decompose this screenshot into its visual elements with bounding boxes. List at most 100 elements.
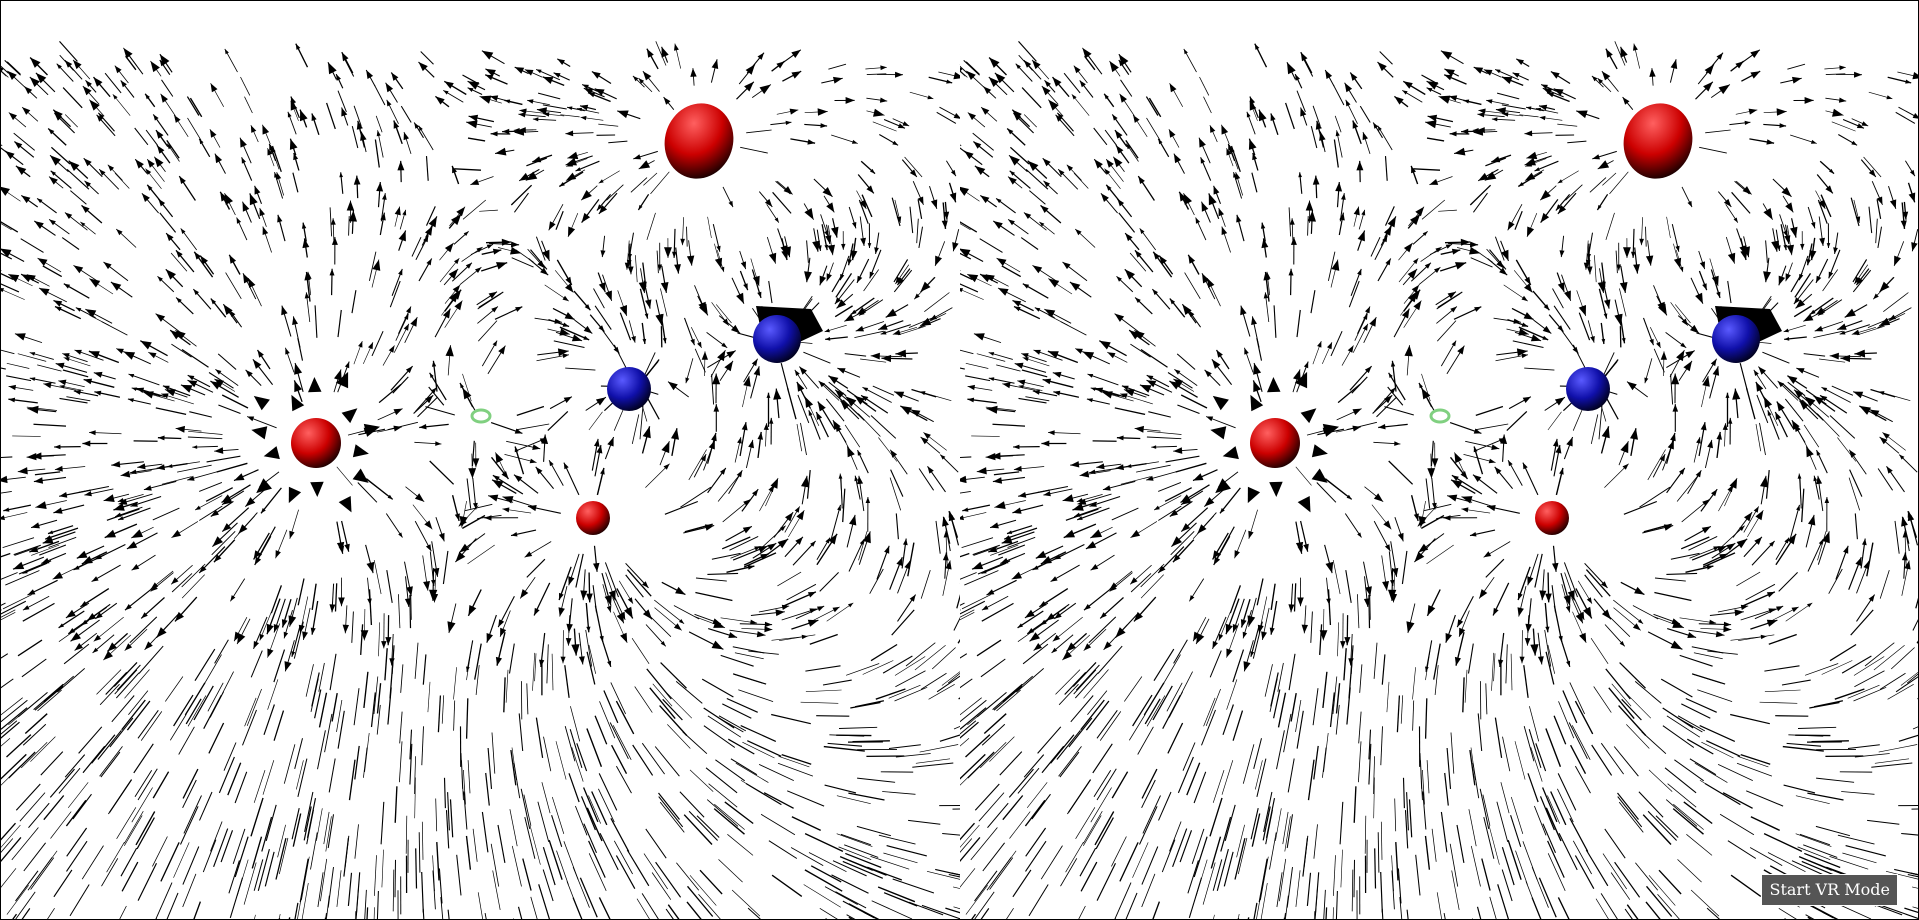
field-arrow <box>1547 411 1562 431</box>
field-arrow <box>1058 683 1079 706</box>
field-arrowhead <box>1250 651 1255 657</box>
field-arrowhead <box>94 390 102 396</box>
field-arrow <box>1422 769 1425 805</box>
field-arrowhead <box>156 130 164 139</box>
field-arrow <box>1332 676 1338 715</box>
field-arrowhead <box>1476 127 1485 134</box>
field-arrowhead <box>1886 466 1893 474</box>
field-arrow <box>1175 462 1207 473</box>
field-arrow <box>1175 671 1193 705</box>
field-arrowhead <box>328 62 337 75</box>
field-arrow <box>655 41 667 66</box>
field-arrowhead <box>1851 329 1860 335</box>
field-arrowhead <box>942 552 949 561</box>
field-arrow <box>1387 386 1404 406</box>
field-arrow <box>1388 460 1414 485</box>
field-arrowhead <box>468 114 479 122</box>
field-arrow <box>477 892 483 919</box>
field-arrowhead <box>425 544 432 552</box>
field-arrow <box>686 885 714 917</box>
field-arrowhead <box>884 545 890 554</box>
field-arrow <box>1192 515 1214 539</box>
field-arrowhead <box>1725 392 1730 398</box>
field-arrow <box>1169 821 1182 852</box>
field-arrowhead <box>869 271 875 279</box>
field-arrow <box>960 552 970 558</box>
field-arrow <box>155 882 173 919</box>
field-arrowhead <box>1373 493 1384 502</box>
field-arrow <box>1279 858 1287 902</box>
field-arrow <box>1621 698 1642 721</box>
field-arrowhead <box>878 323 888 330</box>
field-arrow <box>606 184 624 201</box>
field-arrowhead <box>801 634 808 640</box>
field-arrowhead <box>1293 369 1301 381</box>
field-arrowhead <box>73 59 82 70</box>
field-arrowhead <box>1524 157 1536 166</box>
field-arrow <box>1745 388 1756 420</box>
field-arrowhead <box>1100 193 1109 202</box>
field-arrow <box>1177 756 1194 794</box>
field-arrow <box>1534 553 1543 588</box>
field-arrowhead <box>897 123 905 129</box>
field-arrowhead <box>1046 613 1056 621</box>
field-arrowhead <box>1233 172 1237 178</box>
field-arrowhead <box>387 494 393 500</box>
field-arrow <box>50 811 72 839</box>
field-arrowhead <box>290 100 298 111</box>
field-arrowhead <box>600 467 605 475</box>
field-arrow <box>126 700 151 731</box>
field-arrow <box>1282 811 1289 845</box>
field-arrow <box>974 870 998 902</box>
field-arrow <box>1765 240 1768 263</box>
field-arrowhead <box>988 377 995 381</box>
field-arrowhead <box>1082 47 1092 59</box>
field-arrowhead <box>1670 432 1676 442</box>
field-arrow <box>919 744 959 753</box>
field-arrow <box>1464 669 1468 703</box>
field-arrow <box>1813 330 1843 338</box>
field-arrow <box>181 348 209 368</box>
field-arrowhead <box>753 366 761 376</box>
right-eye-view[interactable] <box>960 1 1918 919</box>
field-arrowhead <box>580 104 589 111</box>
field-arrow <box>1337 383 1361 404</box>
field-arrowhead <box>1899 454 1905 460</box>
field-arrow <box>363 747 368 778</box>
field-arrowhead <box>895 349 907 358</box>
field-arrow <box>100 751 121 778</box>
field-arrow <box>732 646 765 654</box>
left-eye-view[interactable] <box>1 1 960 919</box>
field-arrow <box>2 594 32 610</box>
field-arrow <box>1041 745 1065 774</box>
field-arrowhead <box>1791 606 1799 613</box>
field-arrowhead <box>1327 342 1332 350</box>
field-arrow <box>542 104 567 110</box>
field-arrowhead <box>910 409 921 417</box>
field-arrow <box>254 914 256 919</box>
field-arrowhead <box>837 504 841 511</box>
field-arrowhead <box>48 530 54 534</box>
field-arrow <box>1467 643 1474 674</box>
field-arrowhead <box>76 550 88 559</box>
field-arrow <box>1809 701 1840 709</box>
field-arrowhead <box>1868 169 1876 177</box>
field-arrow <box>646 668 672 700</box>
field-arrow <box>394 859 396 898</box>
field-arrowhead <box>1331 259 1340 271</box>
field-arrow <box>890 469 904 497</box>
field-arrowhead <box>164 389 176 397</box>
field-arrow <box>49 768 75 798</box>
field-arrow <box>1158 791 1172 821</box>
field-arrow <box>615 700 635 735</box>
field-arrow <box>318 662 325 692</box>
field-arrowhead <box>485 68 496 77</box>
field-arrowhead <box>1270 113 1276 121</box>
field-arrow <box>781 753 812 765</box>
field-arrow <box>344 59 355 77</box>
field-arrow <box>509 809 518 847</box>
field-arrow <box>1436 320 1457 342</box>
field-arrowhead <box>576 107 583 112</box>
field-arrowhead <box>502 507 510 513</box>
